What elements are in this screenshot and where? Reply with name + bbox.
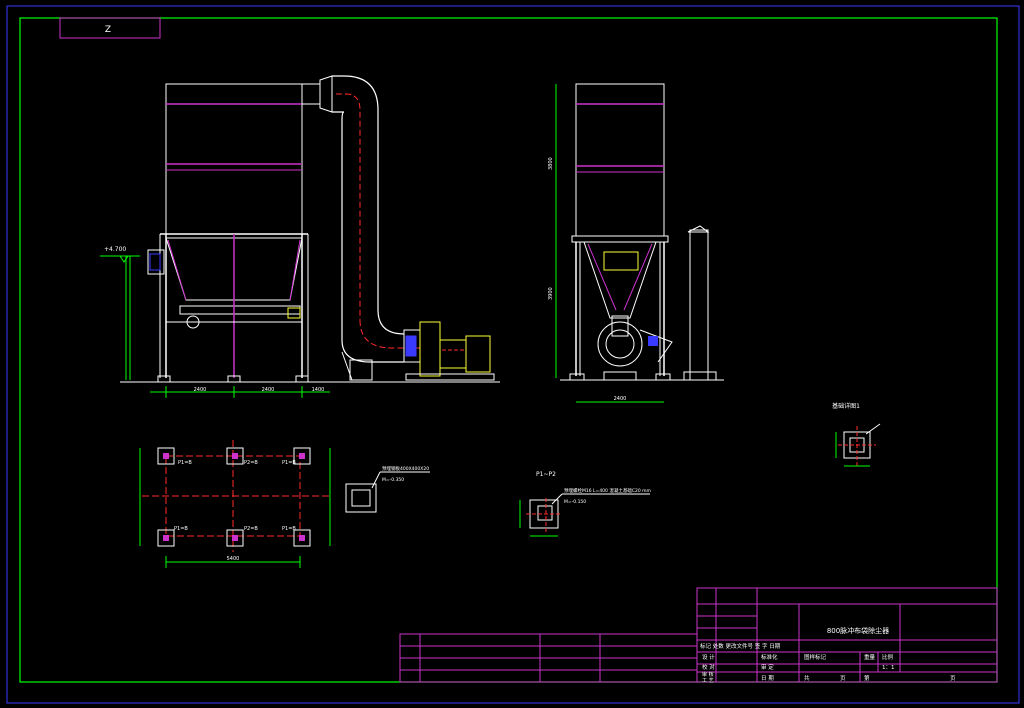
total-label: 共 xyxy=(804,674,810,682)
drawing-title: 800脉冲布袋除尘器 xyxy=(827,626,889,635)
change-header: 标记 处数 更改文件号 签 字 日期 xyxy=(700,642,781,650)
sheet-label: 第 xyxy=(864,674,870,682)
ratio-label: 比例 xyxy=(882,653,894,661)
drawing-mark-label: 图样标记 xyxy=(804,653,827,661)
pad-label-6: P1=B xyxy=(282,526,296,532)
row-check: 校 对 xyxy=(702,663,715,671)
row-approve: 审 定 xyxy=(761,663,774,671)
pad-label-1: P1=B xyxy=(178,460,192,466)
pad-note-2: M=-0.150 xyxy=(564,499,586,505)
pad-label-2: P2=B xyxy=(244,460,258,466)
foundation-detail-label: 基础详图1 xyxy=(832,402,860,410)
dim-base-left: 2400 xyxy=(194,387,207,393)
outer-frame xyxy=(6,5,1020,704)
pad-section-label: P1~P2 xyxy=(536,471,556,478)
pad-label-5: P2=B xyxy=(244,526,258,532)
corner-tag: Z xyxy=(105,25,111,35)
weight-label: 重量 xyxy=(864,653,876,661)
corner-tag-box: Z xyxy=(59,17,161,39)
row-date: 日 期 xyxy=(761,675,774,682)
pad-note-1: 预埋螺栓M16 L=400 混凝土基础C20 mm xyxy=(564,487,651,494)
dim-plan-width: 5400 xyxy=(227,556,240,562)
row-review: 审 核 xyxy=(702,671,714,678)
exhaust-duct xyxy=(301,75,495,381)
title-block: 800脉冲布袋除尘器 标记 处数 更改文件号 签 字 日期 设 计 标准化 校 … xyxy=(399,587,998,684)
dim-height-lower: 3900 xyxy=(548,287,554,300)
foundation-plan: P1=B P2=B P1=B P1=B P2=B P1=B 5400 预埋钢板4… xyxy=(139,440,430,568)
foundation-detail: 基础详图1 xyxy=(832,402,881,467)
pad-label-4: P1=B xyxy=(174,526,188,532)
pad-section-detail: P1~P2 预埋螺栓M16 L=400 混凝土基础C20 mm M=-0.150 xyxy=(519,471,651,537)
dim-side-base: 2400 xyxy=(614,396,627,402)
side-elevation: 3800 3900 2400 xyxy=(548,83,724,403)
dim-base-right: 1400 xyxy=(312,387,325,393)
pipe-note-2: M=-0.350 xyxy=(382,477,404,483)
pipe-note-1: 预埋钢板400X400X20 xyxy=(382,465,429,472)
pad-label-3: P1=B xyxy=(282,460,296,466)
dim-height-upper: 3800 xyxy=(548,157,554,170)
scale-value: 1：1 xyxy=(882,665,895,671)
row-process: 工 艺 xyxy=(702,678,714,684)
level-mark: +4.700 xyxy=(104,246,126,253)
dim-base-mid: 2400 xyxy=(262,387,275,393)
sheet-page-label: 页 xyxy=(950,675,956,682)
row-standard: 标准化 xyxy=(761,653,778,661)
front-elevation: +4.700 2400 2400 1400 xyxy=(100,83,500,398)
page-label: 页 xyxy=(840,675,846,682)
row-design: 设 计 xyxy=(702,653,715,661)
